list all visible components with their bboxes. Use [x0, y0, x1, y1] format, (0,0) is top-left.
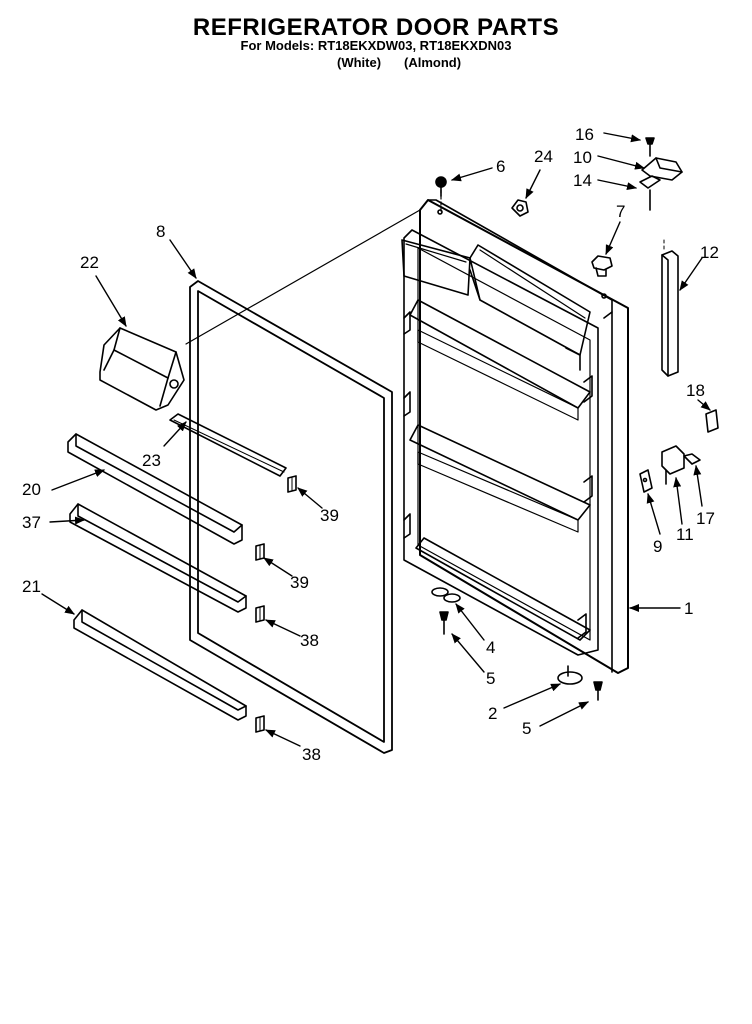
screw-6: [435, 176, 447, 197]
callout-8: 8: [156, 222, 165, 241]
color-white-label: (White): [337, 55, 382, 70]
color-almond-label: (Almond): [404, 55, 462, 70]
door-gasket: [189, 280, 393, 754]
callout-23: 23: [142, 451, 161, 470]
trim-strip-23: [169, 413, 287, 477]
callout-39-lower: 39: [290, 573, 309, 592]
shelf-rail-37: [69, 503, 247, 613]
callout-20: 20: [22, 480, 41, 499]
callout-1: 1: [684, 599, 693, 618]
shelf-rail-20: [67, 433, 243, 545]
callout-17: 17: [696, 509, 715, 528]
callout-38-lower: 38: [302, 745, 321, 764]
end-cap-38-upper: [255, 605, 265, 623]
callout-12: 12: [700, 243, 719, 262]
hinge-bracket-11: [661, 445, 685, 485]
bracket-9: [639, 469, 653, 493]
callout-10: 10: [573, 148, 592, 167]
end-cap-39-lower: [255, 543, 265, 561]
callout-5-upper: 5: [486, 669, 495, 688]
screw-5-upper: [439, 611, 449, 635]
callout-6: 6: [496, 157, 505, 176]
screw-5-lower: [593, 681, 603, 701]
stop-pin-24: [511, 199, 529, 217]
diagram-title: REFRIGERATOR DOOR PARTS: [192, 14, 560, 41]
callout-16: 16: [575, 125, 594, 144]
callout-18: 18: [686, 381, 705, 400]
top-hinge-10: [641, 157, 683, 181]
shelf-rail-21: [73, 609, 247, 721]
callout-11: 11: [676, 525, 694, 544]
screw-16: [645, 137, 655, 157]
callout-2: 2: [488, 704, 497, 723]
callout-14: 14: [573, 171, 592, 190]
end-cap-39-upper: [287, 475, 297, 493]
leader-lines: [41, 132, 711, 747]
shim-14: [639, 175, 661, 211]
callout-4: 4: [486, 638, 495, 657]
callout-38-upper: 38: [300, 631, 319, 650]
bottom-hinge-2: [557, 665, 583, 685]
callout-37: 37: [22, 513, 41, 532]
callout-24: 24: [534, 147, 553, 166]
callout-7: 7: [616, 202, 625, 221]
model-numbers: For Models: RT18EKXDW03, RT18EKXDN03: [240, 38, 512, 53]
callout-9: 9: [653, 537, 662, 556]
door-assembly: [401, 199, 629, 674]
callout-5-lower: 5: [522, 719, 531, 738]
cap-18: [705, 409, 719, 433]
callout-39-upper: 39: [320, 506, 339, 525]
callout-22: 22: [80, 253, 99, 272]
plug-7: [591, 255, 613, 277]
end-cap-38-lower: [255, 715, 265, 733]
dairy-door-cover: [99, 327, 185, 411]
callout-21: 21: [22, 577, 41, 596]
handle-12: [661, 239, 679, 377]
washer-4: [431, 587, 461, 603]
screw-17: [683, 453, 701, 465]
